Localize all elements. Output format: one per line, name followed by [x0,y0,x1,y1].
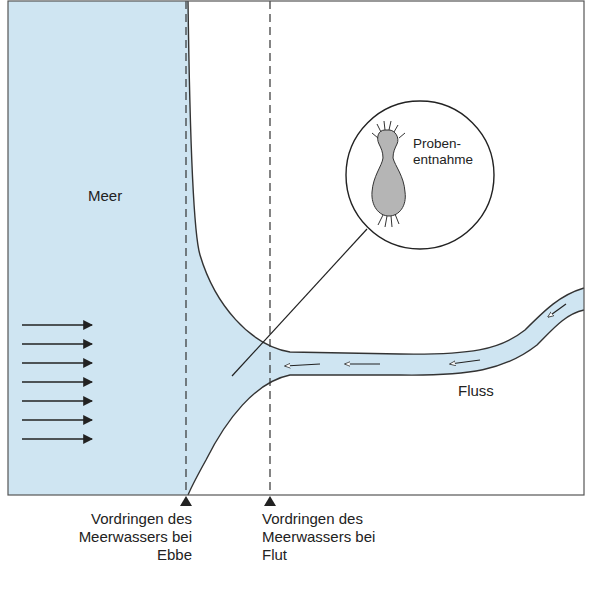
circle-outline [345,100,495,250]
leader-line [232,229,367,376]
organism-figure [372,121,405,227]
ebb-marker [180,496,192,506]
tide-arrows [22,325,92,439]
ebb-label: Vordringen des Meerwassers bei Ebbe [62,510,192,564]
lower-bank [188,310,584,495]
ebb-limit-line [185,1,186,495]
flood-label: Vordringen des Meerwassers bei Flut [262,510,392,564]
sample-label: Proben- entnahme [413,136,483,168]
flood-marker [264,496,276,506]
flood-limit-line [269,1,270,495]
sea-water [8,1,584,495]
upper-bank [188,1,584,354]
river-flow-arrows [285,304,566,366]
sample-circle: Proben- entnahme [345,100,495,250]
river-label: Fluss [458,382,518,400]
sea-label: Meer [88,187,148,205]
frame [8,1,584,495]
